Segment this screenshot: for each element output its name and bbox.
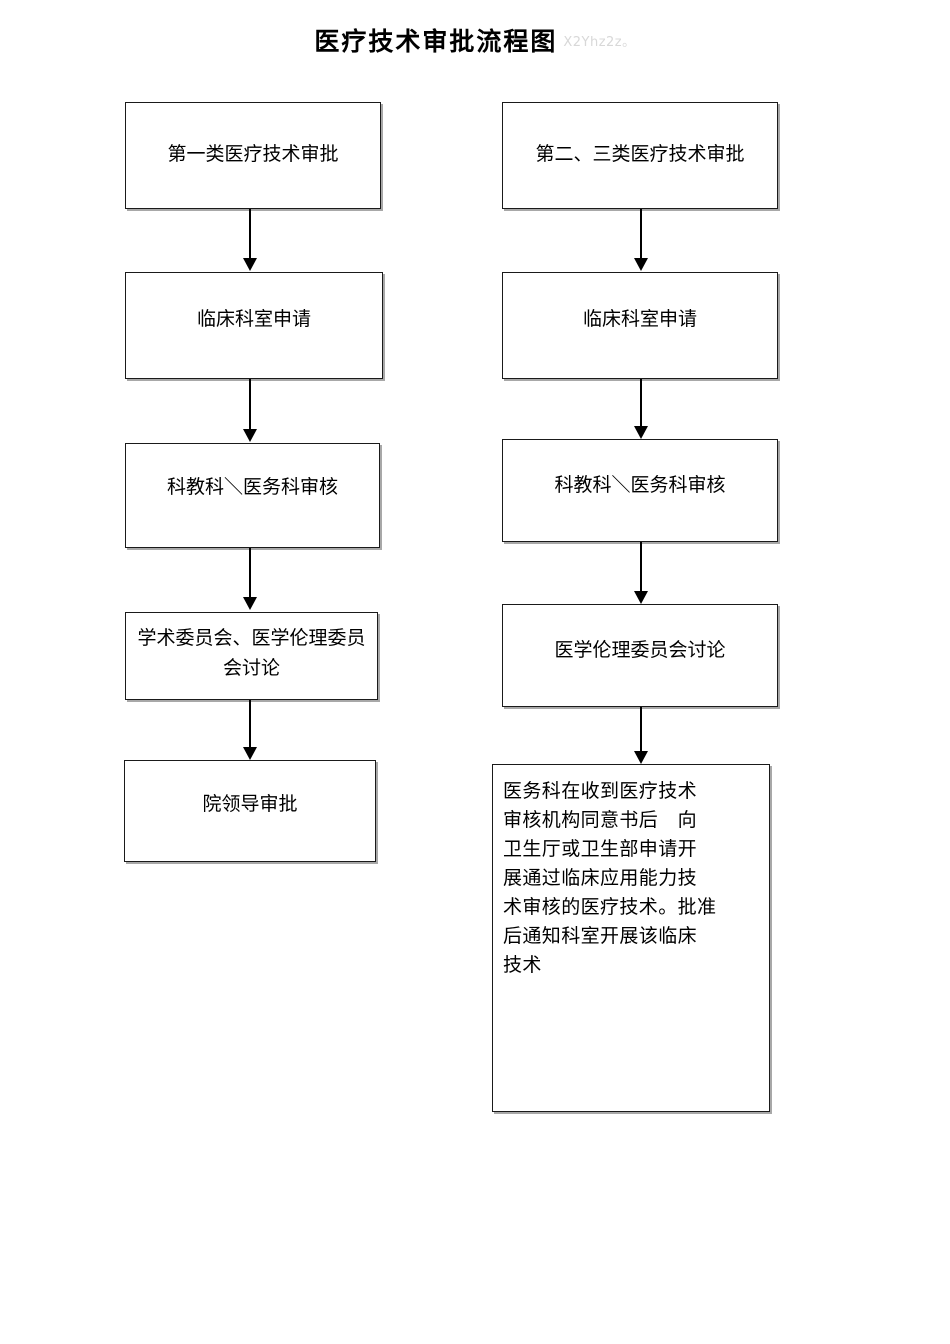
flow-node-r4[interactable]: 医学伦理委员会讨论 bbox=[502, 604, 778, 707]
arrow-down-icon-r3-r4 bbox=[626, 542, 656, 604]
flow-node-l5[interactable]: 院领导审批 bbox=[124, 760, 376, 862]
arrow-down-icon-r2-r3 bbox=[626, 379, 656, 439]
arrow-down-icon-r4-r5 bbox=[626, 707, 656, 764]
flow-node-r2[interactable]: 临床科室申请 bbox=[502, 272, 778, 379]
flow-node-r5[interactable]: 医务科在收到医疗技术 审核机构同意书后 向 卫生厅或卫生部申请开 展通过临床应用… bbox=[492, 764, 770, 1112]
page-title-text: 医疗技术审批流程图 bbox=[314, 27, 558, 56]
flow-node-l4-label: 学术委员会、医学伦理委员 会讨论 bbox=[137, 627, 366, 679]
flow-node-l2[interactable]: 临床科室申请 bbox=[125, 272, 383, 379]
flow-node-l1[interactable]: 第一类医疗技术审批 bbox=[125, 102, 381, 209]
page-title: 医疗技术审批流程图 X2Yhz2z。 bbox=[0, 22, 950, 58]
flow-node-l2-label: 临床科室申请 bbox=[196, 308, 311, 330]
flow-node-l3-label: 科教科＼医务科审核 bbox=[166, 476, 338, 498]
flow-node-r1[interactable]: 第二、三类医疗技术审批 bbox=[502, 102, 778, 209]
flow-node-r5-label: 医务科在收到医疗技术 审核机构同意书后 向 卫生厅或卫生部申请开 展通过临床应用… bbox=[503, 780, 717, 976]
flow-node-l3[interactable]: 科教科＼医务科审核 bbox=[125, 443, 380, 548]
arrow-down-icon-l1-l2 bbox=[235, 209, 265, 271]
flow-node-r3-label: 科教科＼医务科审核 bbox=[554, 474, 726, 496]
flow-node-r2-label: 临床科室申请 bbox=[582, 308, 697, 330]
flow-node-l5-label: 院领导审批 bbox=[202, 793, 298, 815]
title-watermark: X2Yhz2z。 bbox=[563, 35, 636, 50]
flow-node-r4-label: 医学伦理委员会讨论 bbox=[554, 639, 726, 661]
flow-node-l4[interactable]: 学术委员会、医学伦理委员 会讨论 bbox=[125, 612, 378, 700]
flow-node-l1-label: 第一类医疗技术审批 bbox=[167, 143, 339, 165]
arrow-down-icon-l2-l3 bbox=[235, 379, 265, 442]
arrow-down-icon-l3-l4 bbox=[235, 548, 265, 610]
arrow-down-icon-l4-l5 bbox=[235, 700, 265, 760]
arrow-down-icon-r1-r2 bbox=[626, 209, 656, 271]
flow-node-r1-label: 第二、三类医疗技术审批 bbox=[535, 143, 745, 165]
flow-node-r3[interactable]: 科教科＼医务科审核 bbox=[502, 439, 778, 542]
